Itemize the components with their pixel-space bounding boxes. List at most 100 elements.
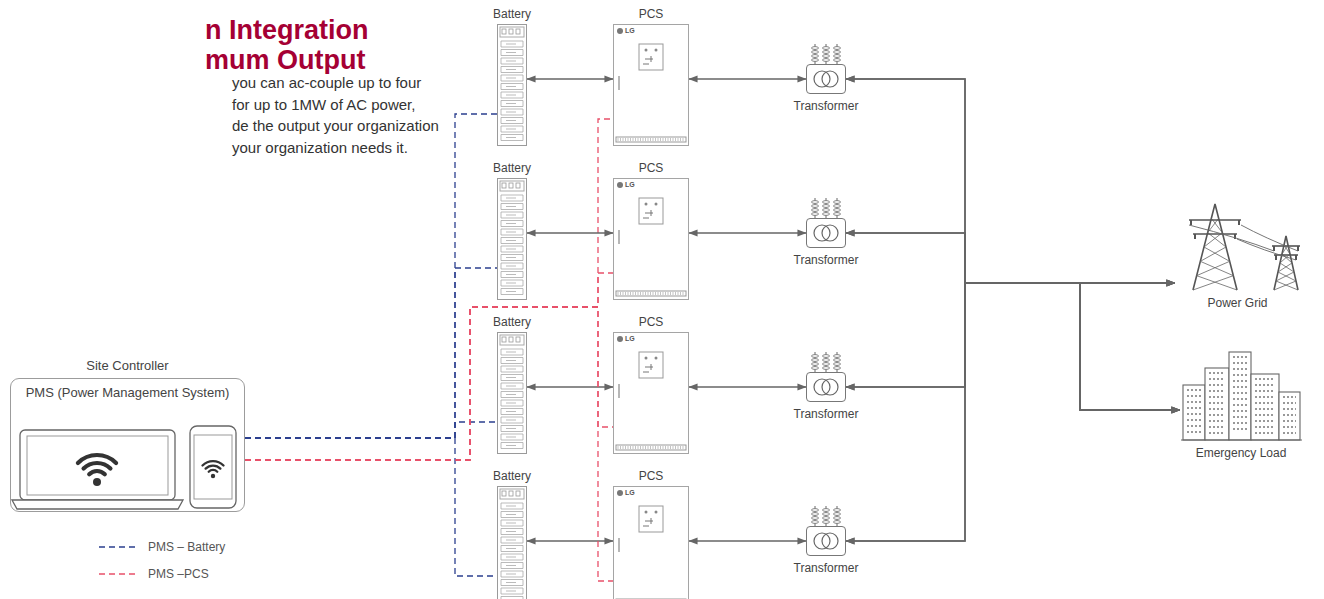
bushing-disc <box>834 51 841 54</box>
rack-switch <box>502 183 506 188</box>
vent-slot <box>660 138 661 141</box>
vent-grille <box>616 291 686 296</box>
rack-module <box>501 221 523 227</box>
bushing-disc <box>834 59 841 62</box>
vent-slot <box>680 292 681 295</box>
node-heading: Site Controller <box>84 359 170 373</box>
vent-slot <box>638 138 639 141</box>
vent-slot <box>618 446 619 449</box>
legend-text: PMS –PCS <box>148 567 209 581</box>
bushing-disc <box>823 55 830 58</box>
transformer-box-art <box>812 44 841 87</box>
vent-slot <box>630 292 631 295</box>
building-windows <box>1209 390 1225 392</box>
vent-slot <box>683 292 684 295</box>
vent-grille <box>616 137 686 142</box>
site-controller-box: Site ControllerPMS (Power Management Sys… <box>10 378 245 512</box>
battery-rack-art <box>500 489 524 599</box>
control-panel <box>639 44 663 70</box>
vent-slot <box>673 138 674 141</box>
building <box>1251 374 1279 440</box>
vent-slot <box>650 138 651 141</box>
wifi-arc <box>84 463 111 469</box>
laptop-screen <box>20 430 175 500</box>
page-title: n Integration mum Output <box>205 15 420 75</box>
building-windows <box>1209 396 1225 398</box>
building-windows <box>1255 384 1275 386</box>
tower-lattice <box>1200 247 1229 261</box>
vent-slot <box>658 138 659 141</box>
rack-switch <box>509 29 513 34</box>
rack-switch <box>509 337 513 342</box>
bushing-disc <box>812 59 819 62</box>
connector <box>846 283 1175 541</box>
connector <box>245 307 613 581</box>
tower-lattice <box>1204 233 1226 247</box>
vent-slot <box>678 446 679 449</box>
node-heading: PCS <box>637 315 666 329</box>
battery-rack-art <box>500 335 524 449</box>
brand-logo: LG <box>625 335 635 343</box>
insulator <box>1295 255 1297 260</box>
vent-slot <box>628 446 629 449</box>
bushing-disc <box>823 51 830 54</box>
rack-module <box>501 126 523 132</box>
transformer-box: Transformer <box>806 218 846 248</box>
bushing-disc <box>812 513 819 516</box>
rack-module <box>501 195 523 201</box>
rack-module <box>501 417 523 423</box>
connector <box>245 273 613 460</box>
laptop-base <box>12 500 183 509</box>
bushing-disc <box>812 213 819 216</box>
bushing-disc <box>823 205 830 208</box>
vent-slot <box>638 446 639 449</box>
building-windows <box>1209 408 1225 410</box>
bushing-disc <box>823 363 830 366</box>
transformer-box-art <box>812 352 841 395</box>
rack-module <box>501 92 523 98</box>
bushing-disc <box>823 47 830 50</box>
building-windows <box>1187 419 1201 421</box>
bushing-disc <box>823 521 830 524</box>
bushing-disc <box>834 355 841 358</box>
building-windows <box>1255 408 1275 410</box>
site-controller-box-art <box>12 426 236 509</box>
connector <box>689 78 806 80</box>
rack-module <box>501 529 523 535</box>
rack-module <box>501 426 523 432</box>
rack-module <box>501 272 523 278</box>
rack-module <box>501 229 523 235</box>
connector <box>245 422 497 438</box>
vent-slot <box>665 292 666 295</box>
building-windows <box>1255 420 1275 422</box>
vent-slot <box>668 446 669 449</box>
rack-module <box>501 109 523 115</box>
battery-rack-art <box>500 181 524 295</box>
building-windows <box>1233 416 1247 418</box>
building-windows <box>1233 362 1247 364</box>
rack-module <box>501 255 523 261</box>
connector <box>846 283 1180 541</box>
bushing-disc <box>812 367 819 370</box>
bushing-disc <box>823 209 830 212</box>
rack-module <box>501 588 523 594</box>
phone-body <box>190 426 236 508</box>
vent-slot <box>618 292 619 295</box>
panel-lamp <box>645 511 648 514</box>
logo-dot <box>617 182 623 188</box>
vent-slot <box>640 292 641 295</box>
vent-slot <box>675 138 676 141</box>
building-windows <box>1187 425 1201 427</box>
vent-slot <box>633 292 634 295</box>
pcs-cabinet-art <box>616 28 686 142</box>
panel-switch <box>643 518 653 526</box>
vent-slot <box>653 292 654 295</box>
vent-grille <box>616 445 686 450</box>
panel-lamp <box>645 357 648 360</box>
logo-dot <box>617 28 623 34</box>
rack-switch <box>502 337 506 342</box>
building-windows <box>1209 384 1225 386</box>
bushing-disc <box>834 205 841 208</box>
pcs-cabinet-art <box>616 336 686 450</box>
connector <box>846 79 1180 410</box>
